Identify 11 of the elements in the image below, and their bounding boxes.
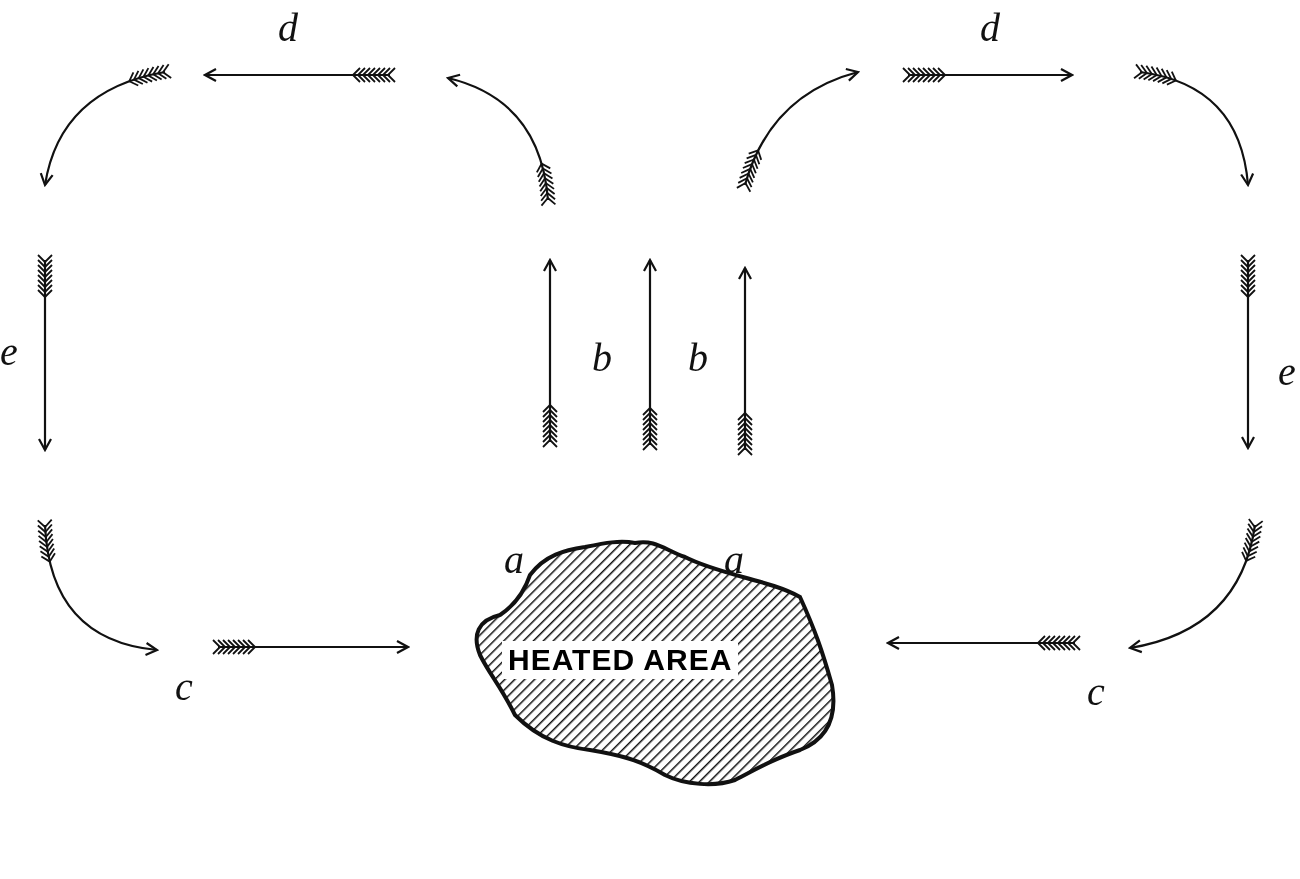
- area-label: HEATED AREA: [502, 641, 739, 679]
- callout-letter: b: [592, 338, 612, 378]
- callout-letter: a: [504, 540, 524, 580]
- callout-letter: c: [1087, 672, 1105, 712]
- callout-letter: a: [724, 540, 744, 580]
- callout-letter: c: [175, 667, 193, 707]
- callout-letter: e: [0, 332, 18, 372]
- callout-letter: d: [278, 8, 298, 48]
- callout-letter: d: [980, 8, 1000, 48]
- callout-letter: e: [1278, 352, 1296, 392]
- callout-letter: b: [688, 338, 708, 378]
